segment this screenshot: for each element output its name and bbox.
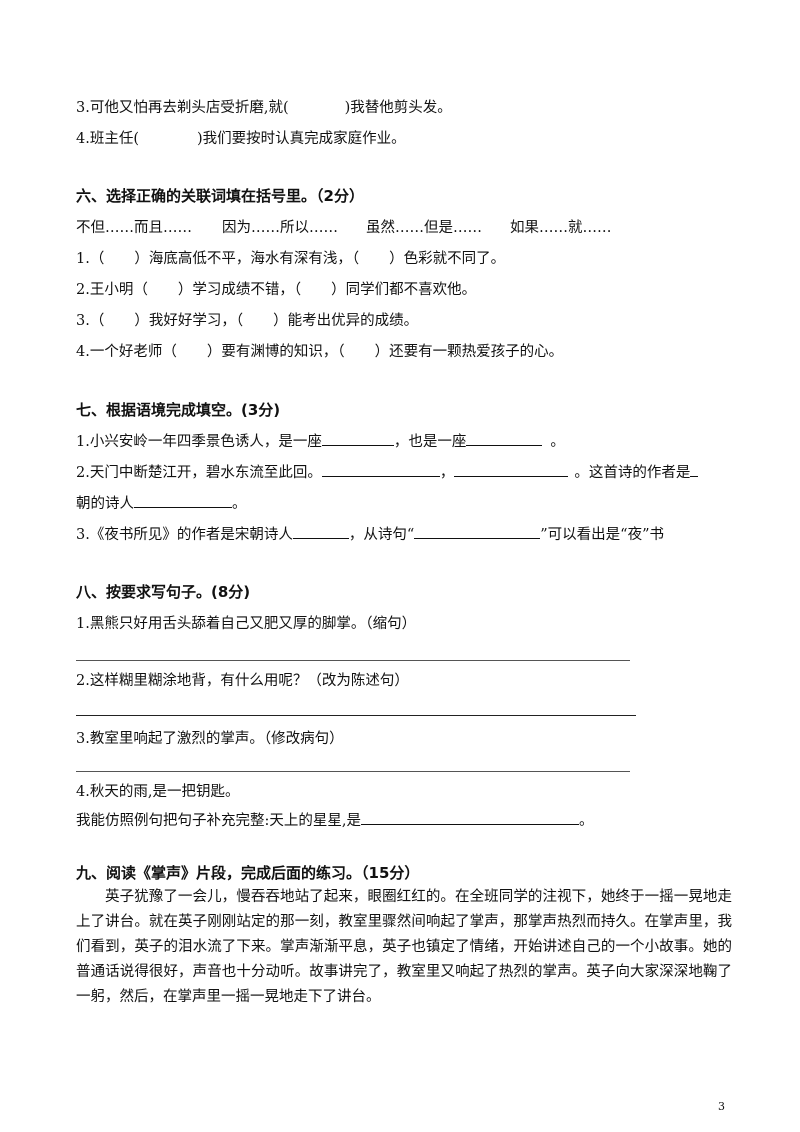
answer-blank[interactable] [414, 524, 541, 539]
section-7-heading: 七、根据语境完成填空。(3分) [76, 401, 281, 419]
question-8-4-task: 我能仿照例句把句子补充完整:天上的星星,是 。 [76, 810, 594, 831]
fill-in-item-4: 4.班主任( )我们要按时认真完成家庭作业。 [76, 129, 406, 149]
q-text: ）我好好学习，（ [134, 313, 244, 329]
question-6-2: 2.王小明（ ）学习成绩不错，（ ）同学们都不喜欢他。 [76, 280, 476, 300]
answer-blank[interactable] [321, 431, 394, 446]
answer-line[interactable] [76, 771, 630, 772]
item-text: 4.班主任( [76, 131, 139, 147]
answer-blank[interactable] [292, 524, 349, 539]
q-text: 朝的诗人 [76, 496, 134, 512]
q-text: ）学习成绩不错，（ [177, 282, 302, 298]
option: 如果……就…… [510, 220, 612, 236]
conjunction-options: 不但……而且…… 因为……所以…… 虽然……但是…… 如果……就…… [76, 218, 612, 238]
answer-blank[interactable] [454, 462, 569, 477]
answer-blank[interactable] [134, 493, 232, 508]
q-text: 1.小兴安岭一年四季景色诱人，是一座 [76, 434, 322, 450]
q-text: ， [439, 465, 455, 481]
q-text: ）能考出优异的成绩。 [273, 313, 419, 329]
q-text: 1.（ [76, 251, 105, 267]
q-text: 2.王小明（ [76, 282, 148, 298]
answer-blank[interactable] [321, 462, 440, 477]
answer-blank[interactable] [690, 462, 699, 477]
q-text: ，也是一座 [393, 434, 467, 450]
question-7-3: 3.《夜书所见》的作者是宋朝诗人 ，从诗句“ ”可以看出是“夜”书 [76, 524, 664, 545]
section-8-heading: 八、按要求写句子。(8分) [76, 583, 251, 601]
section-9-heading: 九、阅读《掌声》片段，完成后面的练习。（15分） [76, 864, 420, 882]
question-8-1: 1.黑熊只好用舌头舔着自己又肥又厚的脚掌。（缩句） [76, 616, 417, 632]
question-6-1: 1.（ ）海底高低不平，海水有深有浅，（ ）色彩就不同了。 [76, 249, 505, 269]
question-6-3: 3.（ ）我好好学习，（ ）能考出优异的成绩。 [76, 311, 418, 331]
q-text: 3.（ [76, 313, 105, 329]
q-text: 。这首诗的作者是 [574, 465, 691, 481]
answer-blank[interactable] [466, 431, 543, 446]
question-7-1: 1.小兴安岭一年四季景色诱人，是一座 ，也是一座 。 [76, 431, 565, 452]
q-text: 4.一个好老师（ [76, 344, 177, 360]
q-text: ”可以看出是“夜”书 [540, 527, 665, 543]
section-6-heading: 六、选择正确的关联词填在括号里。（2分） [76, 187, 364, 205]
q-text: ）要有渊博的知识，（ [206, 344, 345, 360]
q-text: ）海底高低不平，海水有深有浅，（ [134, 251, 360, 267]
question-6-4: 4.一个好老师（ ）要有渊博的知识，（ ）还要有一颗热爱孩子的心。 [76, 342, 563, 362]
q-text: ）色彩就不同了。 [389, 251, 506, 267]
question-7-2-continued: 朝的诗人 。 [76, 493, 247, 514]
option: 因为……所以…… [222, 220, 338, 236]
question-8-3: 3.教室里响起了激烈的掌声。（修改病句） [76, 731, 344, 747]
item-text: 3.可他又怕再去剃头店受折磨,就( [76, 100, 289, 116]
q-text: ）同学们都不喜欢他。 [331, 282, 477, 298]
option: 虽然……但是…… [366, 220, 482, 236]
q-text: ）还要有一颗热爱孩子的心。 [374, 344, 564, 360]
q-text: 3.《夜书所见》的作者是宋朝诗人 [76, 527, 293, 543]
answer-blank[interactable] [361, 810, 579, 825]
q-text: 我能仿照例句把句子补充完整:天上的星星,是 [76, 813, 361, 829]
question-8-2: 2.这样糊里糊涂地背，有什么用呢？（改为陈述句） [76, 673, 409, 689]
question-7-2: 2.天门中断楚江开，碧水东流至此回。 ， 。这首诗的作者是 [76, 462, 699, 483]
q-text: ，从诗句“ [348, 527, 415, 543]
option: 不但……而且…… [76, 220, 192, 236]
question-8-4: 4.秋天的雨,是一把钥匙。 [76, 784, 240, 800]
q-text: 。 [579, 813, 594, 829]
q-text: 2.天门中断楚江开，碧水东流至此回。 [76, 465, 322, 481]
reading-passage: 英子犹豫了一会儿，慢吞吞地站了起来，眼圈红红的。在全班同学的注视下，她终于一摇一… [76, 889, 732, 1005]
item-text: )我替他剪头发。 [344, 100, 452, 116]
answer-line[interactable] [76, 715, 636, 716]
page-number: 3 [718, 1100, 725, 1113]
answer-line[interactable] [76, 660, 630, 661]
item-text: )我们要按时认真完成家庭作业。 [197, 131, 406, 147]
q-text: 。 [232, 496, 247, 512]
q-text: 。 [550, 434, 565, 450]
fill-in-item-3: 3.可他又怕再去剃头店受折磨,就( )我替他剪头发。 [76, 98, 452, 118]
